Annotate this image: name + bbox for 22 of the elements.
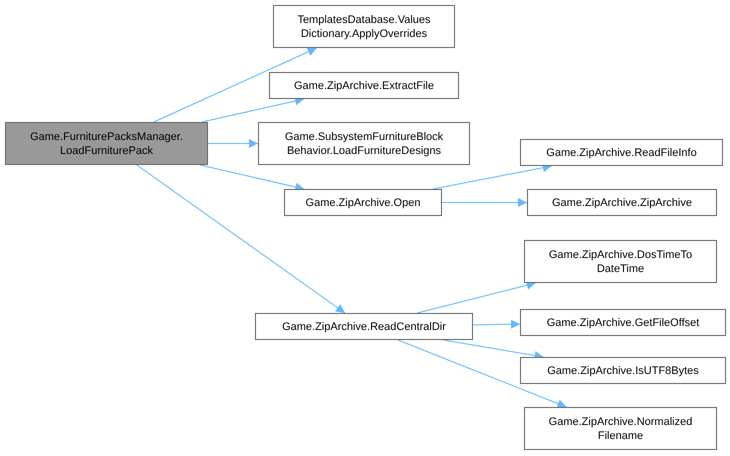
arrow: [442, 198, 528, 207]
arrow: [472, 320, 520, 329]
function-box: Game.ZipArchive.ZipArchive: [527, 189, 717, 216]
function-box: Game.ZipArchive.GetFileOffset: [520, 309, 726, 336]
function-box: TemplatesDatabase.Values Dictionary.ApplyOverrides: [273, 5, 455, 48]
function-box: Game.ZipArchive.ReadCentralDir: [255, 313, 473, 340]
function-box: Game.ZipArchive.IsUTF8Bytes: [520, 357, 726, 384]
highlighted-function-box: Game.FurniturePacksManager. LoadFurniturePack: [5, 122, 208, 165]
function-box: Game.SubsystemFurnitureBlock Behavior.LoadFurnitureDesigns: [258, 122, 470, 165]
function-box: Game.ZipArchive.Open: [284, 189, 442, 216]
function-box: Game.ZipArchive.ExtractFile: [269, 72, 459, 99]
arrow: [397, 340, 567, 408]
arrow: [416, 280, 536, 314]
arrow: [199, 164, 305, 192]
arrow: [442, 340, 544, 360]
arrow: [208, 139, 258, 148]
arrow: [201, 96, 305, 122]
arrow: [153, 48, 318, 122]
function-box: Game.ZipArchive.DosTimeTo DateTime: [524, 240, 717, 283]
function-box: Game.ZipArchive.ReadFileInfo: [520, 139, 723, 166]
arrow: [136, 164, 346, 314]
function-box: Game.ZipArchive.Normalized Filename: [524, 407, 717, 450]
